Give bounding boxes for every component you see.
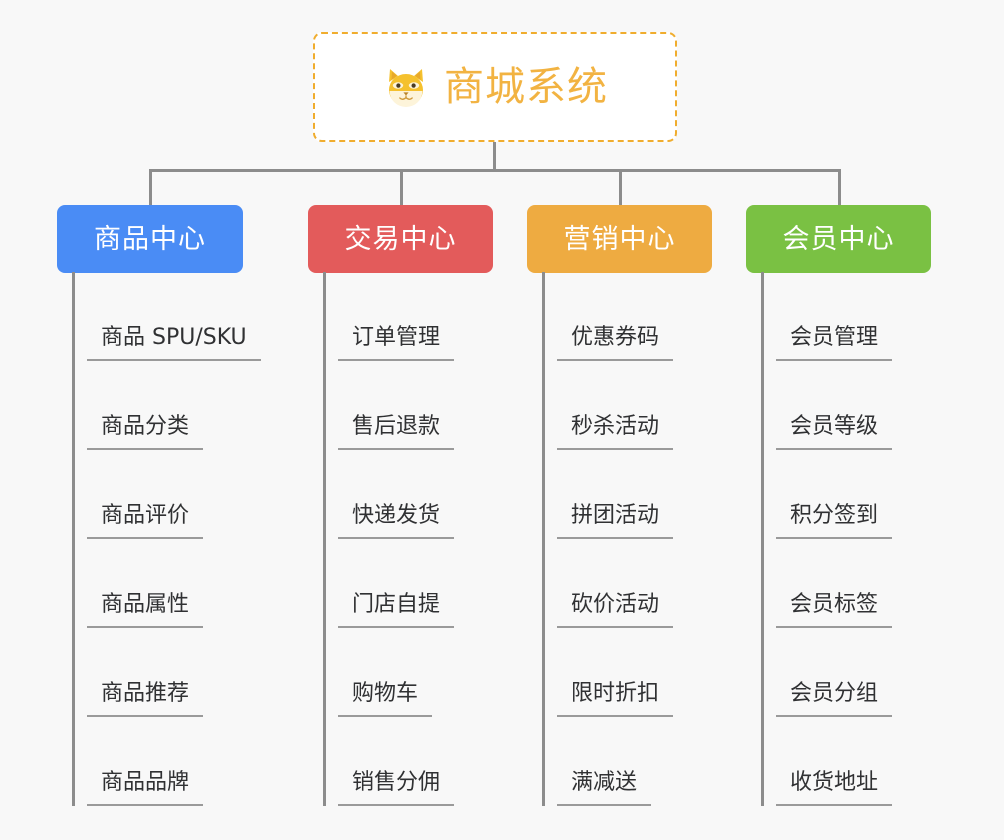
- category-label-2: 交易中心: [344, 223, 457, 255]
- branch-leaf-label: 会员分组: [776, 683, 893, 717]
- branch-leaf-item[interactable]: 砍价活动: [542, 539, 674, 628]
- branch-leaf-label: 拼团活动: [557, 505, 674, 539]
- branch-leaf-label: 会员管理: [776, 327, 893, 361]
- root-node-shopping-mall-system[interactable]: 商城系统: [313, 32, 677, 142]
- branch-leaf-label: 满减送: [557, 772, 652, 806]
- branch-leaf-label: 积分签到: [776, 505, 893, 539]
- branch-leaf-label: 会员标签: [776, 594, 893, 628]
- connector-drop-branch-1: [149, 169, 152, 205]
- branch-leaf-item[interactable]: 商品推荐: [72, 628, 261, 717]
- branch-leaf-item[interactable]: 秒杀活动: [542, 361, 674, 450]
- branch-leaf-item[interactable]: 商品 SPU/SKU: [72, 272, 261, 361]
- connector-drop-branch-2: [400, 169, 403, 205]
- branch-leaf-label: 快递发货: [338, 505, 455, 539]
- branch-leaf-label: 商品 SPU/SKU: [87, 327, 261, 361]
- branch-trunk-1: [72, 272, 75, 806]
- branch-leaf-item[interactable]: 优惠券码: [542, 272, 674, 361]
- branch-leaf-item[interactable]: 收货地址: [761, 717, 893, 806]
- branch-leaf-label: 砍价活动: [557, 594, 674, 628]
- branch-leaf-label: 限时折扣: [557, 683, 674, 717]
- branch-trunk-2: [323, 272, 326, 806]
- branch-leaf-label: 优惠券码: [557, 327, 674, 361]
- branch-leaf-item[interactable]: 销售分佣: [323, 717, 455, 806]
- connector-drop-branch-3: [619, 169, 622, 205]
- branch-trunk-3: [542, 272, 545, 806]
- branch-leaf-label: 商品分类: [87, 416, 204, 450]
- branch-leaf-item[interactable]: 会员管理: [761, 272, 893, 361]
- branch-column-1: 商品 SPU/SKU 商品分类商品评价商品属性商品推荐商品品牌: [72, 272, 261, 806]
- branch-leaf-label: 会员等级: [776, 416, 893, 450]
- branch-leaf-item[interactable]: 售后退款: [323, 361, 455, 450]
- category-box-2[interactable]: 交易中心: [308, 205, 493, 273]
- branch-leaf-label: 商品属性: [87, 594, 204, 628]
- branch-leaf-item[interactable]: 满减送: [542, 717, 673, 806]
- branch-leaf-label: 购物车: [338, 683, 433, 717]
- branch-leaf-item[interactable]: 商品属性: [72, 539, 261, 628]
- category-label-4: 会员中心: [782, 223, 895, 255]
- branch-leaf-item[interactable]: 会员等级: [761, 361, 893, 450]
- connector-root-stem: [493, 142, 496, 171]
- branch-column-4: 会员管理会员等级积分签到会员标签会员分组收货地址: [761, 272, 893, 806]
- branch-leaf-item[interactable]: 限时折扣: [542, 628, 674, 717]
- branch-leaf-item[interactable]: 快递发货: [323, 450, 455, 539]
- branch-leaf-label: 门店自提: [338, 594, 455, 628]
- category-box-3[interactable]: 营销中心: [527, 205, 712, 273]
- connector-drop-branch-4: [838, 169, 841, 205]
- category-label-3: 营销中心: [563, 223, 676, 255]
- root-node-title: 商城系统: [444, 64, 608, 110]
- category-label-1: 商品中心: [94, 223, 206, 255]
- branch-column-2: 订单管理售后退款快递发货门店自提购物车销售分佣: [323, 272, 455, 806]
- branch-leaf-label: 订单管理: [338, 327, 455, 361]
- branch-column-3: 优惠券码秒杀活动拼团活动砍价活动限时折扣满减送: [542, 272, 674, 806]
- branch-leaf-item[interactable]: 拼团活动: [542, 450, 674, 539]
- branch-leaf-item[interactable]: 门店自提: [323, 539, 455, 628]
- branch-leaf-item[interactable]: 积分签到: [761, 450, 893, 539]
- branch-leaf-item[interactable]: 商品品牌: [72, 717, 261, 806]
- branch-leaf-label: 商品品牌: [87, 772, 204, 806]
- branch-leaf-item[interactable]: 购物车: [323, 628, 454, 717]
- category-box-1[interactable]: 商品中心: [57, 205, 243, 273]
- branch-leaf-label: 售后退款: [338, 416, 455, 450]
- branch-leaf-label: 销售分佣: [338, 772, 455, 806]
- branch-leaf-label: 商品推荐: [87, 683, 204, 717]
- category-box-4[interactable]: 会员中心: [746, 205, 931, 273]
- branch-trunk-4: [761, 272, 764, 806]
- branch-leaf-item[interactable]: 商品评价: [72, 450, 261, 539]
- branch-leaf-label: 收货地址: [776, 772, 893, 806]
- branch-leaf-item[interactable]: 订单管理: [323, 272, 455, 361]
- connector-horizontal-bus: [149, 169, 841, 172]
- branch-leaf-item[interactable]: 会员分组: [761, 628, 893, 717]
- branch-leaf-item[interactable]: 商品分类: [72, 361, 261, 450]
- shiba-dog-icon: [382, 63, 430, 111]
- branch-leaf-label: 秒杀活动: [557, 416, 674, 450]
- branch-leaf-item[interactable]: 会员标签: [761, 539, 893, 628]
- branch-leaf-label: 商品评价: [87, 505, 204, 539]
